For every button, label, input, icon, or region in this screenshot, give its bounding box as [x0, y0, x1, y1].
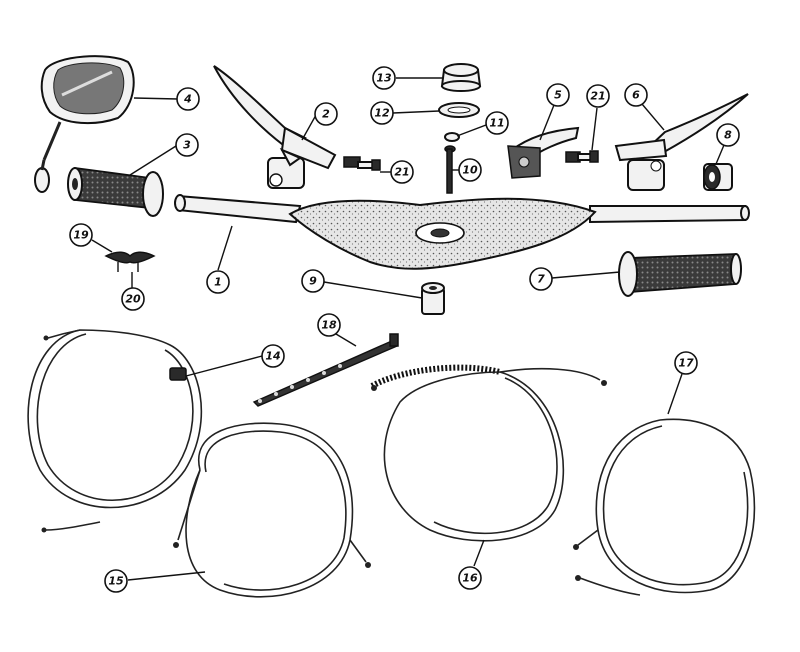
- callout-label: 12: [374, 107, 390, 120]
- callout-label: 13: [376, 72, 392, 85]
- callout-label: 5: [554, 89, 562, 102]
- callout-label: 3: [183, 139, 191, 152]
- leader-lines: [91, 77, 725, 581]
- callout-21-left: 21: [390, 160, 414, 184]
- callout-label: 17: [678, 357, 694, 370]
- callout-14: 14: [261, 344, 285, 368]
- callout-9: 9: [301, 269, 325, 293]
- callout-17: 17: [674, 351, 698, 375]
- spacer-part: [421, 282, 445, 315]
- right-grip-part: [618, 251, 742, 297]
- cable-17-part: [573, 418, 756, 596]
- callout-label: 1: [214, 276, 222, 289]
- callout-4: 4: [176, 87, 200, 111]
- callout-label: 6: [632, 89, 640, 102]
- callout-10: 10: [458, 158, 482, 182]
- right-control-part: [507, 126, 580, 179]
- callout-11: 11: [485, 111, 509, 135]
- handlebar-part: [174, 194, 750, 270]
- callout-label: 4: [183, 93, 192, 106]
- callout-1: 1: [206, 270, 230, 294]
- cable-16-part: [370, 364, 607, 542]
- callout-label: 16: [462, 572, 478, 585]
- callout-19: 19: [69, 223, 93, 247]
- callout-3: 3: [175, 133, 199, 157]
- strap-part: [252, 333, 399, 407]
- callout-label: 8: [724, 129, 732, 142]
- callout-8: 8: [716, 123, 740, 147]
- callout-label: 9: [309, 275, 317, 288]
- callout-label: 2: [322, 108, 330, 121]
- right-lever-part: [614, 93, 749, 191]
- callout-16: 16: [458, 566, 482, 590]
- cable-14-part: [27, 329, 203, 533]
- callout-label: 11: [489, 117, 504, 130]
- callout-5: 5: [546, 83, 570, 107]
- emblem-part: [104, 251, 156, 272]
- callout-12: 12: [370, 101, 394, 125]
- callout-13: 13: [372, 66, 396, 90]
- callout-21-right: 21: [586, 84, 610, 108]
- callout-label: 18: [321, 319, 337, 332]
- callout-2: 2: [314, 102, 338, 126]
- washer-small-part: [444, 132, 460, 142]
- bolt-part: [444, 145, 456, 194]
- callout-15: 15: [104, 569, 128, 593]
- adjuster-screw-left-part: [343, 156, 381, 171]
- mirror-part: [34, 55, 135, 193]
- callout-label: 15: [108, 575, 124, 588]
- left-grip-part: [67, 166, 164, 217]
- callout-label: 20: [125, 293, 141, 306]
- callout-7: 7: [529, 267, 553, 291]
- bushing-part: [703, 163, 733, 191]
- callout-label: 10: [462, 164, 478, 177]
- cap-part: [440, 63, 482, 92]
- callout-label: 14: [265, 350, 280, 363]
- callout-6: 6: [624, 83, 648, 107]
- callout-label: 21: [394, 166, 409, 179]
- callout-18: 18: [317, 313, 341, 337]
- callout-label: 19: [73, 229, 89, 242]
- callout-label: 21: [590, 90, 605, 103]
- left-lever-part: [213, 65, 337, 189]
- washer-large-hole: [447, 106, 471, 114]
- cable-15-part: [173, 422, 371, 598]
- callout-20: 20: [121, 287, 145, 311]
- callout-label: 7: [537, 273, 545, 286]
- adjuster-screw-right-part: [565, 150, 599, 163]
